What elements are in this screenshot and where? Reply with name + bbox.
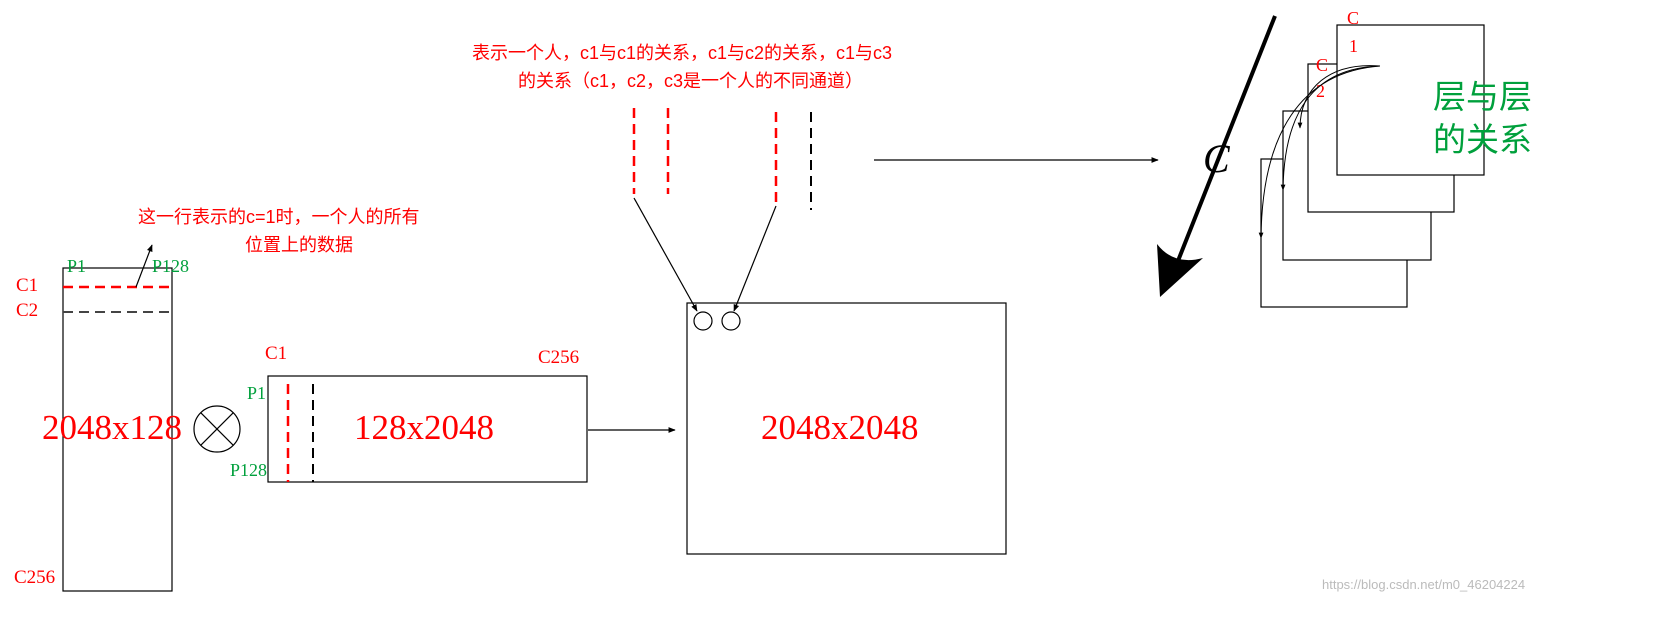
relation-curve-3 [1258, 65, 1381, 239]
result-matrix-box [686, 302, 1007, 555]
left-matrix-box [62, 267, 173, 592]
top-pointer-arrow-2 [733, 205, 777, 312]
channel-axis-line [1170, 15, 1277, 277]
mid-matrix-c1-label: C1 [265, 343, 287, 364]
left-matrix-p1-label: P1 [67, 256, 86, 276]
result-cell-c1c2-marker [721, 311, 741, 331]
mid-matrix-c256-label: C256 [538, 347, 579, 368]
layer-2-label-c: C [1316, 55, 1328, 75]
left-matrix-p128-label: P128 [152, 256, 189, 276]
left-matrix-c256-label: C256 [14, 567, 55, 588]
top-note-line1: 表示一个人，c1与c1的关系，c1与c2的关系，c1与c3 [472, 43, 892, 63]
channel-axis-arrowhead-icon [1157, 244, 1203, 297]
top-note: 表示一个人，c1与c1的关系，c1与c2的关系，c1与c3 的关系（c1，c2，… [472, 43, 892, 312]
left-note-line1: 这一行表示的c=1时，一个人的所有 [138, 207, 420, 227]
channel-axis-label: C [1203, 136, 1231, 181]
mid-matrix-dims: 128x2048 [354, 408, 494, 447]
layer-stack: C C 1 C 2 层与层 的关系 [1157, 8, 1532, 308]
multiply-operator-icon [193, 405, 241, 453]
left-matrix: C1 C2 C256 P1 P128 2048x128 这一行表示的c=1时，一… [14, 207, 420, 592]
layer-relation-line2: 的关系 [1433, 121, 1532, 158]
left-matrix-c1-label: C1 [16, 275, 38, 296]
layer-1-label-c: C [1347, 8, 1359, 28]
result-matrix-dims: 2048x2048 [761, 408, 919, 447]
layer-1-label-num: 1 [1349, 36, 1358, 56]
relation-curve-1 [1297, 65, 1381, 129]
left-matrix-dims: 2048x128 [42, 408, 182, 447]
left-note-pointer-arrow [135, 244, 153, 288]
relation-curve-2 [1280, 65, 1381, 191]
mid-matrix-p1-label: P1 [247, 383, 266, 403]
mid-matrix: C1 C256 P1 P128 128x2048 [230, 343, 588, 483]
result-matrix: 2048x2048 [686, 302, 1007, 555]
watermark: https://blog.csdn.net/m0_46204224 [1322, 577, 1525, 592]
mid-matrix-box [267, 375, 588, 483]
layer-2-label-num: 2 [1316, 81, 1325, 101]
left-matrix-c2-label: C2 [16, 300, 38, 321]
top-note-line2: 的关系（c1，c2，c3是一个人的不同通道） [518, 71, 863, 91]
left-note-line2: 位置上的数据 [245, 235, 353, 255]
top-pointer-arrow-1 [633, 197, 698, 312]
layer-relation-line1: 层与层 [1433, 78, 1532, 115]
result-cell-c1c1-marker [693, 311, 713, 331]
layer-1-box [1336, 24, 1485, 176]
mid-matrix-p128-label: P128 [230, 460, 267, 480]
